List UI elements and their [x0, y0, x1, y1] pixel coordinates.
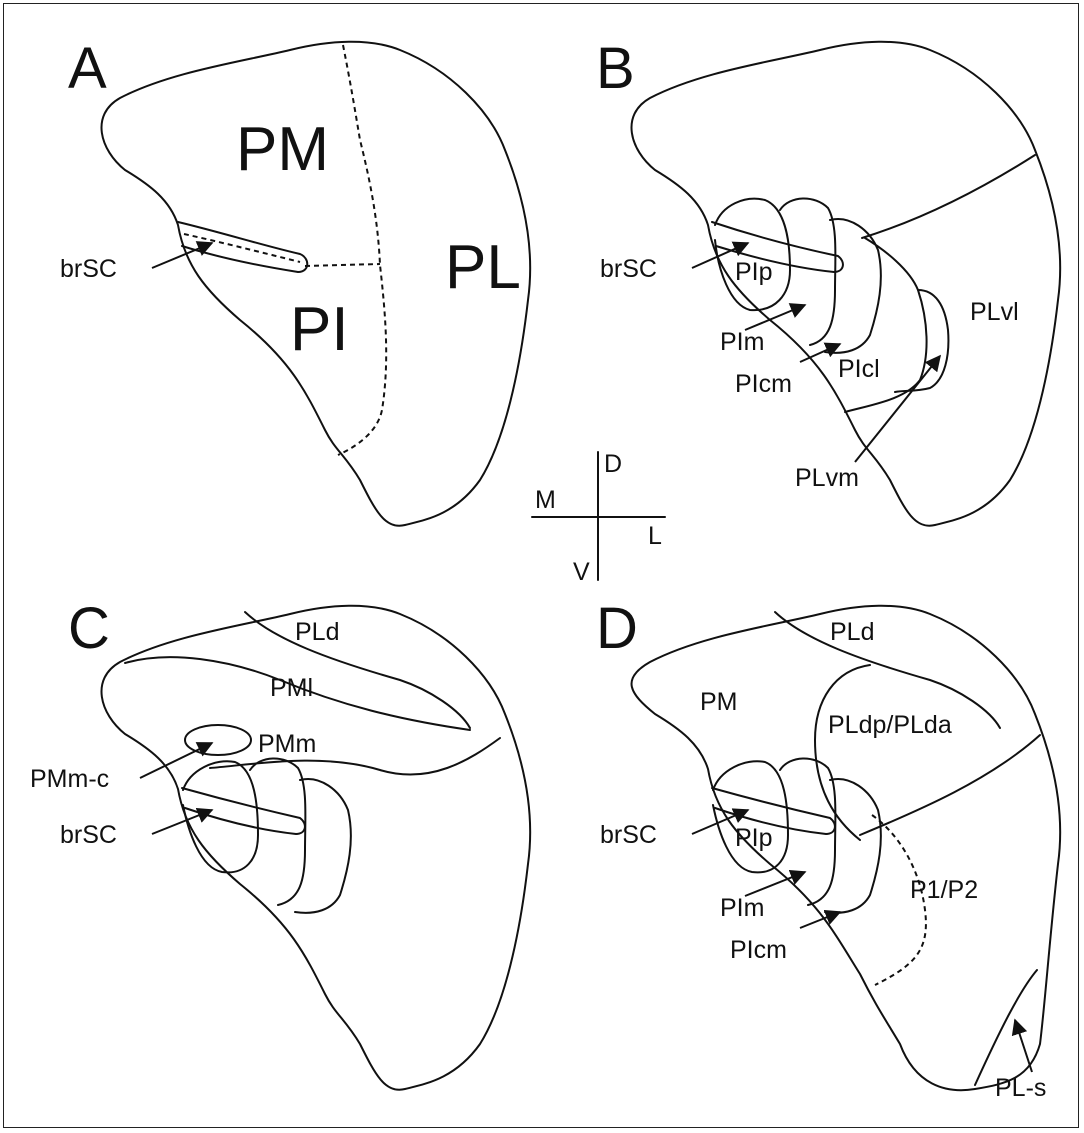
panel-d-p1p2-label: P1/P2: [910, 876, 978, 904]
panel-b-brsc-label: brSC: [600, 255, 657, 283]
panel-c-pml-label: PMl: [270, 674, 313, 702]
panel-c-brsc-label: brSC: [60, 821, 117, 849]
panel-letter-d: D: [596, 596, 638, 661]
orientation-ventral-label: V: [573, 558, 590, 586]
panel-d-pip-lobe: [713, 761, 788, 872]
region-pi-label: PI: [290, 295, 349, 364]
panel-d-pim-label: PIm: [720, 894, 764, 922]
panel-d-pldp-boundary: [815, 665, 870, 840]
panel-b-picl-lobe: [845, 238, 927, 412]
panel-a: A PM PL PI brSC: [60, 36, 530, 526]
panel-d-pldp-lower-boundary: [860, 735, 1040, 835]
panel-letter-c: C: [68, 596, 110, 661]
panel-d-brsc-band: [712, 788, 835, 834]
panel-b-plvm-label: PLvm: [795, 464, 859, 492]
panel-c-lobe-3: [295, 779, 351, 913]
panel-b-plvl-upper-boundary: [862, 155, 1035, 238]
panel-d-brsc-label: brSC: [600, 821, 657, 849]
orientation-lateral-label: L: [648, 522, 662, 550]
panel-b: B brSC PIp PIm PIcm PIcl PLvl PLvm: [596, 36, 1060, 526]
panel-a-boundary-pm-pl: [338, 45, 386, 455]
panel-d-pld-label: PLd: [830, 618, 874, 646]
panel-a-brsc-label: brSC: [60, 255, 117, 283]
panel-letter-a: A: [68, 36, 107, 101]
panel-b-picl-label: PIcl: [838, 355, 880, 383]
orientation-medial-label: M: [535, 486, 556, 514]
panel-d-pm-label: PM: [700, 688, 738, 716]
panel-b-picm-label: PIcm: [735, 370, 792, 398]
panel-c-pld-label: PLd: [295, 618, 339, 646]
panel-c-pld-boundary: [245, 612, 470, 728]
panel-b-pim-arrow: [745, 305, 805, 330]
panel-c-pmm-c-arrow: [140, 743, 212, 778]
panel-d-pl-s-arrow: [1015, 1020, 1032, 1072]
panel-c: C PLd PMl PMm PMm-c brSC: [30, 596, 530, 1090]
panel-b-picm-lobe: [825, 219, 881, 353]
panel-d-picm-lobe: [825, 779, 881, 913]
panel-d-pip-label: PIp: [735, 824, 773, 852]
panel-b-brsc-band: [712, 222, 843, 272]
panel-c-pmm-label: PMm: [258, 730, 316, 758]
region-pl-label: PL: [445, 233, 521, 302]
panel-c-brsc-band: [182, 788, 305, 834]
panel-d-pl-s-label: PL-s: [995, 1074, 1046, 1102]
panel-b-outline: [631, 42, 1060, 526]
panel-b-pip-lobe: [715, 199, 790, 310]
orientation-cross: D M L V: [532, 450, 665, 586]
panel-letter-b: B: [596, 36, 635, 101]
panel-c-pmm-boundary: [210, 738, 500, 775]
panel-b-plvl-label: PLvl: [970, 298, 1019, 326]
panel-d-picm-label: PIcm: [730, 936, 787, 964]
orientation-dorsal-label: D: [604, 450, 622, 478]
panel-a-boundary-pm-pi: [305, 264, 380, 266]
panel-b-pim-label: PIm: [720, 328, 764, 356]
panel-d-pldp-pld-label: PLdp/PLda: [828, 711, 952, 739]
panel-d: D PM PLd PLdp/PLda brSC PIp PIm PIcm P1/…: [596, 596, 1060, 1102]
panel-c-pmm-c-label: PMm-c: [30, 765, 109, 793]
panel-a-brsc-outline: [178, 222, 307, 272]
panel-c-brsc-arrow: [152, 810, 212, 834]
region-pm-label: PM: [236, 115, 329, 184]
panel-b-pip-label: PIp: [735, 258, 773, 286]
panel-d-outline: [631, 606, 1060, 1090]
panel-d-pim-arrow: [745, 872, 805, 896]
panel-c-outline: [101, 606, 530, 1090]
